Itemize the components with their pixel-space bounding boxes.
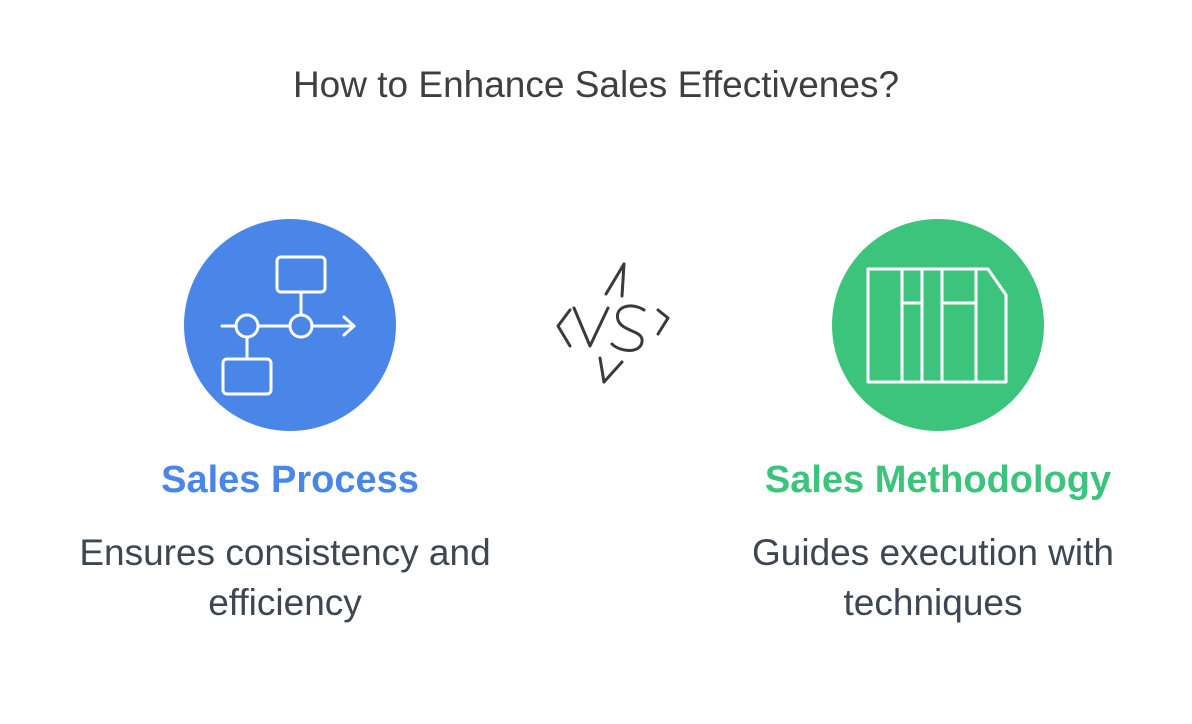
sales-process-heading: Sales Process	[161, 459, 419, 501]
page-title: How to Enhance Sales Effectivenes?	[292, 64, 900, 105]
methodology-columns-icon	[866, 267, 1008, 384]
sales-process-circle	[184, 219, 396, 431]
sales-methodology-circle	[832, 219, 1044, 431]
sales-process-description: Ensures consistency and efficiency	[79, 532, 491, 623]
vs-badge	[548, 258, 678, 393]
process-flow-icon	[220, 255, 356, 396]
sales-methodology-description: Guides execution with techniques	[752, 532, 1114, 623]
sales-methodology-heading: Sales Methodology	[764, 459, 1112, 501]
versus-lightning-icon	[556, 262, 670, 384]
